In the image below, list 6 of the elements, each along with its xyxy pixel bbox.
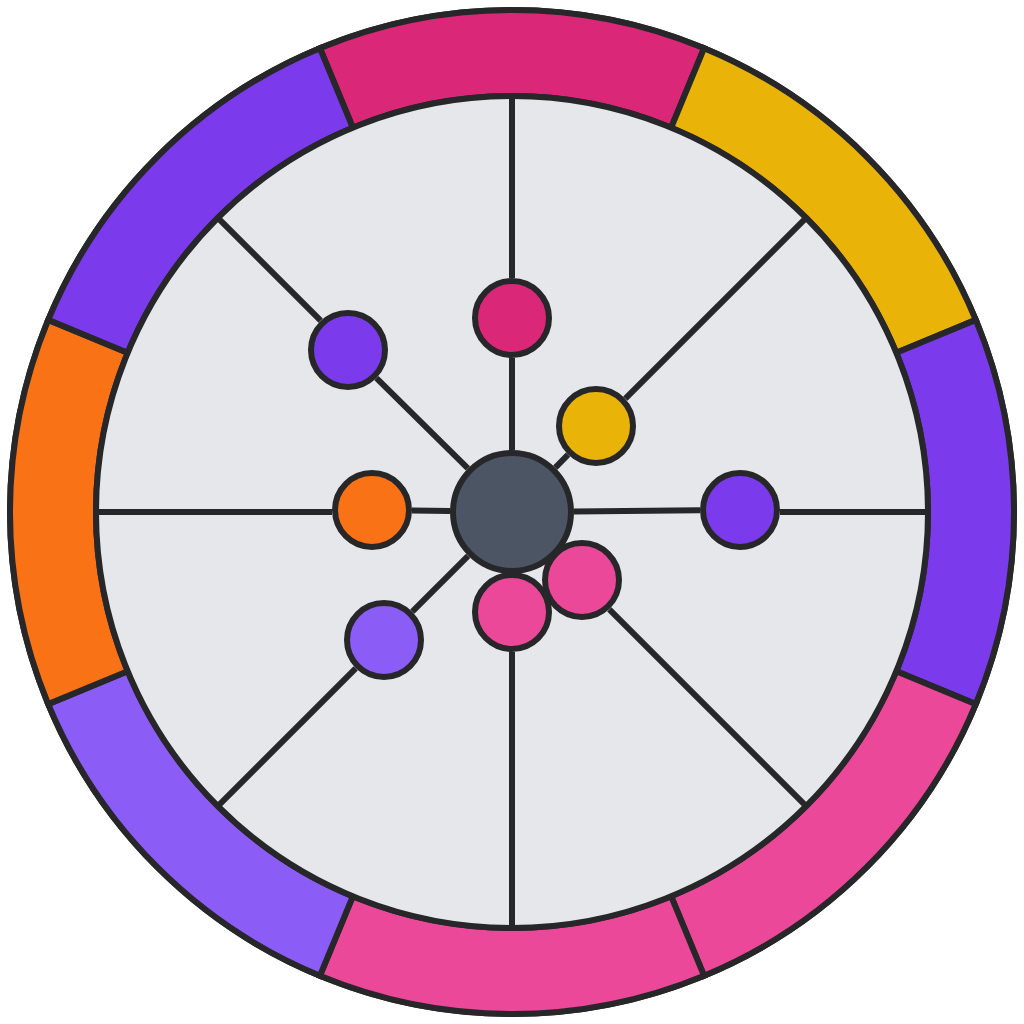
spoke-line — [573, 507, 701, 515]
spoke-line — [374, 375, 470, 471]
spoke-line — [410, 553, 471, 614]
spoke-line — [411, 507, 451, 515]
spoke-line — [509, 358, 515, 450]
spoke-line — [553, 452, 571, 470]
